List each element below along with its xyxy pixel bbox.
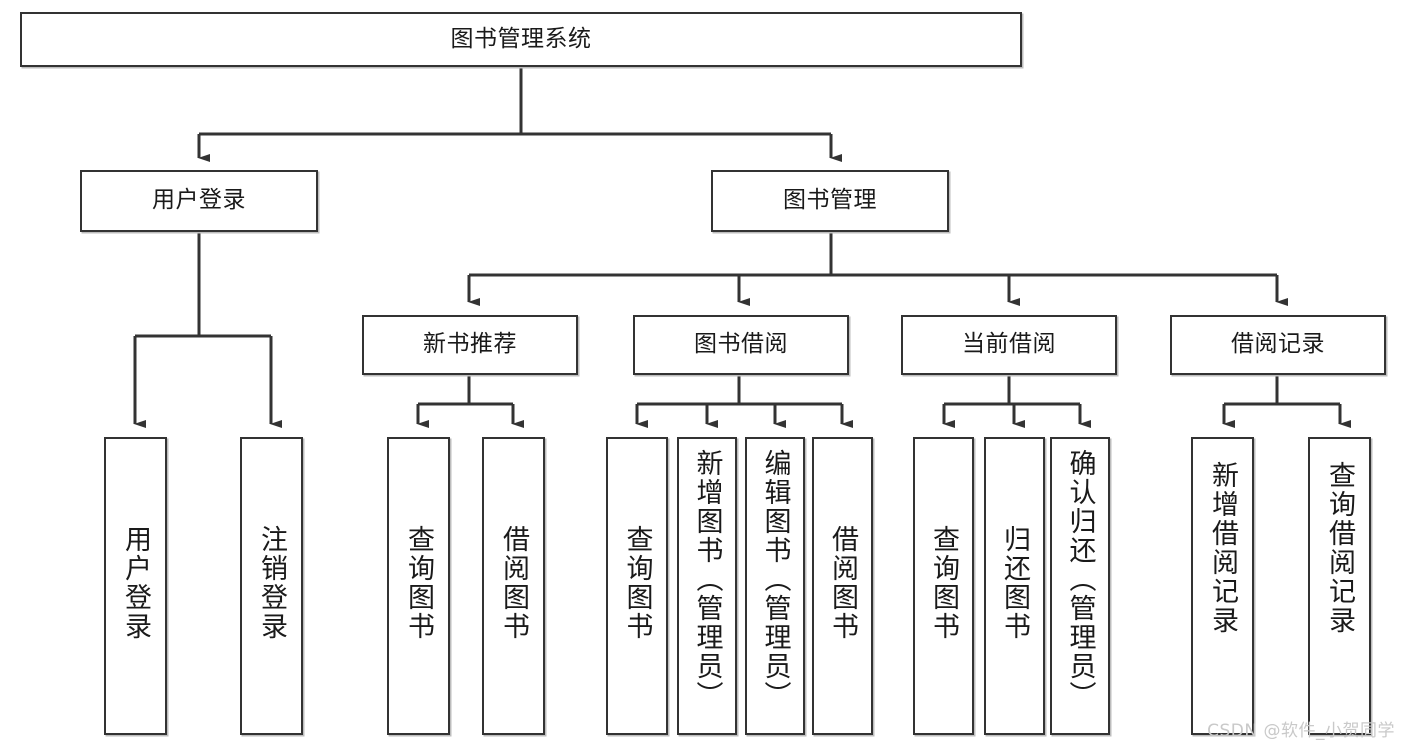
node-leaf-add-record[interactable]: 新增借阅记录 — [1191, 437, 1254, 735]
node-leaf-user-login-label: 用户登录 — [120, 525, 151, 641]
node-leaf-edit-book-label: 编辑图书（管理员） — [759, 449, 791, 710]
node-current-borrow-label: 当前借阅 — [962, 331, 1056, 358]
node-leaf-return-book[interactable]: 归还图书 — [984, 437, 1045, 735]
node-leaf-query-book-c[interactable]: 查询图书 — [913, 437, 974, 735]
node-leaf-borrow-book-b[interactable]: 借阅图书 — [812, 437, 873, 735]
node-leaf-query-book-b[interactable]: 查询图书 — [606, 437, 668, 735]
node-leaf-query-book-a-label: 查询图书 — [403, 525, 434, 641]
node-new-book-rec-label: 新书推荐 — [423, 331, 517, 358]
node-leaf-user-login[interactable]: 用户登录 — [104, 437, 167, 735]
node-leaf-borrow-book-a-label: 借阅图书 — [498, 525, 529, 641]
node-root[interactable]: 图书管理系统 — [20, 12, 1022, 67]
node-new-book-rec[interactable]: 新书推荐 — [362, 315, 578, 375]
node-leaf-query-book-c-label: 查询图书 — [928, 525, 959, 641]
node-leaf-confirm-return[interactable]: 确认归还（管理员） — [1050, 437, 1110, 735]
node-leaf-edit-book[interactable]: 编辑图书（管理员） — [745, 437, 805, 735]
csdn-watermark: CSDN @软件_小贺同学 — [1207, 721, 1395, 741]
node-borrow-record-label: 借阅记录 — [1231, 331, 1325, 358]
node-book-manage-label: 图书管理 — [783, 187, 877, 214]
node-leaf-borrow-book-a[interactable]: 借阅图书 — [482, 437, 545, 735]
node-leaf-logout[interactable]: 注销登录 — [240, 437, 303, 735]
node-root-label: 图书管理系统 — [450, 25, 592, 52]
node-leaf-logout-label: 注销登录 — [256, 525, 287, 641]
node-leaf-add-record-label: 新增借阅记录 — [1207, 461, 1238, 635]
node-book-borrow[interactable]: 图书借阅 — [633, 315, 849, 375]
node-leaf-query-book-b-label: 查询图书 — [621, 525, 653, 641]
node-leaf-borrow-book-b-label: 借阅图书 — [827, 525, 858, 641]
node-leaf-return-book-label: 归还图书 — [999, 525, 1030, 641]
node-leaf-confirm-return-label: 确认归还（管理员） — [1064, 449, 1096, 710]
node-leaf-query-book-a[interactable]: 查询图书 — [387, 437, 450, 735]
node-leaf-query-record[interactable]: 查询借阅记录 — [1308, 437, 1371, 735]
node-current-borrow[interactable]: 当前借阅 — [901, 315, 1117, 375]
node-borrow-record[interactable]: 借阅记录 — [1170, 315, 1386, 375]
node-leaf-add-book[interactable]: 新增图书（管理员） — [677, 437, 737, 735]
node-user-login-label: 用户登录 — [152, 187, 246, 214]
node-leaf-query-record-label: 查询借阅记录 — [1324, 461, 1355, 635]
node-user-login[interactable]: 用户登录 — [80, 170, 318, 232]
node-book-manage[interactable]: 图书管理 — [711, 170, 949, 232]
node-leaf-add-book-label: 新增图书（管理员） — [691, 449, 723, 710]
node-book-borrow-label: 图书借阅 — [694, 331, 788, 358]
